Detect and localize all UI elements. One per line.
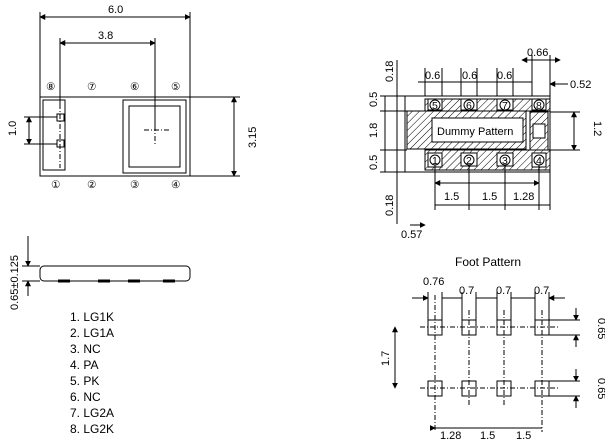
- pin-list-item: 8. LG2K: [70, 422, 114, 436]
- foot-pad-width-label: 0.7: [496, 285, 511, 297]
- pin-3-label: ③: [130, 179, 140, 191]
- dummy-pattern-box: [431, 117, 524, 143]
- foot-row-gap-label: 1.7: [380, 351, 392, 366]
- row-top-label: 0.5: [368, 92, 380, 107]
- right-height-label: 1.2: [591, 121, 603, 136]
- dummy-pattern-label: Dummy Pattern: [437, 126, 513, 138]
- pin-list-item: 4. PA: [70, 358, 98, 372]
- front-pins-top: ⑧ ⑦ ⑥ ⑤: [46, 81, 181, 93]
- foot-pad-width-label: 0.76: [423, 276, 444, 288]
- bottom-pin-label: 1: [432, 155, 438, 167]
- pin-list-item: 1. LG1K: [70, 310, 114, 324]
- foot-pad-width-label: 0.7: [459, 285, 474, 297]
- foot-row-height-label: 0.65: [595, 318, 605, 339]
- foot-pattern-title: Foot Pattern: [455, 255, 521, 269]
- bottom-pin-label: 5: [432, 100, 438, 112]
- middle-label: 1.8: [368, 123, 380, 138]
- pin-list-item: 6. NC: [70, 390, 101, 404]
- row-bottom-label: 0.5: [368, 155, 380, 170]
- foot-pattern: [392, 292, 580, 432]
- front-pins-bottom: ① ② ③ ④: [51, 179, 181, 191]
- pin-list: 1. LG1K 2. LG1A 3. NC 4. PA 5. PK 6. NC …: [70, 310, 114, 436]
- side-view: [22, 236, 191, 296]
- pitch-a-label: 1.5: [444, 191, 459, 203]
- package-outline: [39, 96, 191, 177]
- pin-5-label: ⑤: [171, 81, 181, 93]
- pin-list-item: 3. NC: [70, 342, 101, 356]
- top-pitch-label: 0.6: [425, 70, 440, 82]
- edge-right-label: 0.52: [570, 79, 591, 91]
- bottom-view: [380, 55, 580, 228]
- pin-6-label: ⑥: [130, 81, 140, 93]
- pin-1-label: ①: [51, 179, 61, 191]
- bottom-pin-label: 3: [502, 155, 508, 167]
- pitch-b-label: 1.5: [482, 191, 497, 203]
- foot-pad-width-label: 0.7: [534, 285, 549, 297]
- pin-list-item: 5. PK: [70, 374, 99, 388]
- pin-4-label: ④: [171, 179, 181, 191]
- top-pitch-label: 0.6: [462, 70, 477, 82]
- pin-8-label: ⑧: [46, 81, 56, 93]
- front-view: [24, 12, 240, 177]
- edge-top-label: 0.18: [384, 61, 396, 82]
- bottom-pin-label: 2: [466, 155, 472, 167]
- pin-2-label: ②: [87, 179, 97, 191]
- bottom-pin-label: 7: [502, 100, 508, 112]
- top-pitch-label: 0.6: [497, 70, 512, 82]
- pin-list-item: 7. LG2A: [70, 406, 114, 420]
- foot-pitch-label: 1.28: [440, 430, 461, 442]
- foot-pitch-label: 1.5: [480, 430, 495, 442]
- foot-row-height-label: 0.65: [595, 378, 605, 399]
- bottom-pin-numbers: 5 6 7 8 1 2 3 4: [432, 100, 542, 167]
- pad-spacing-label: 1.0: [7, 121, 19, 136]
- left-offset-label: 0.57: [401, 229, 422, 241]
- width-label: 6.0: [108, 4, 123, 16]
- foot-pitch-label: 1.5: [516, 430, 531, 442]
- pin-7-label: ⑦: [87, 81, 97, 93]
- bottom-pin-label: 6: [466, 100, 472, 112]
- pad-width-label: 0.66: [527, 47, 548, 59]
- edge-bottom-label: 0.18: [384, 195, 396, 216]
- height-label: 3.15: [247, 127, 259, 148]
- pin-list-item: 2. LG1A: [70, 326, 114, 340]
- pitch-label: 3.8: [98, 30, 113, 42]
- pitch-c-label: 1.28: [513, 191, 534, 203]
- thickness-label: 0.65±0.125: [9, 255, 21, 310]
- bottom-pin-label: 4: [536, 155, 542, 167]
- bottom-pin-label: 8: [536, 100, 542, 112]
